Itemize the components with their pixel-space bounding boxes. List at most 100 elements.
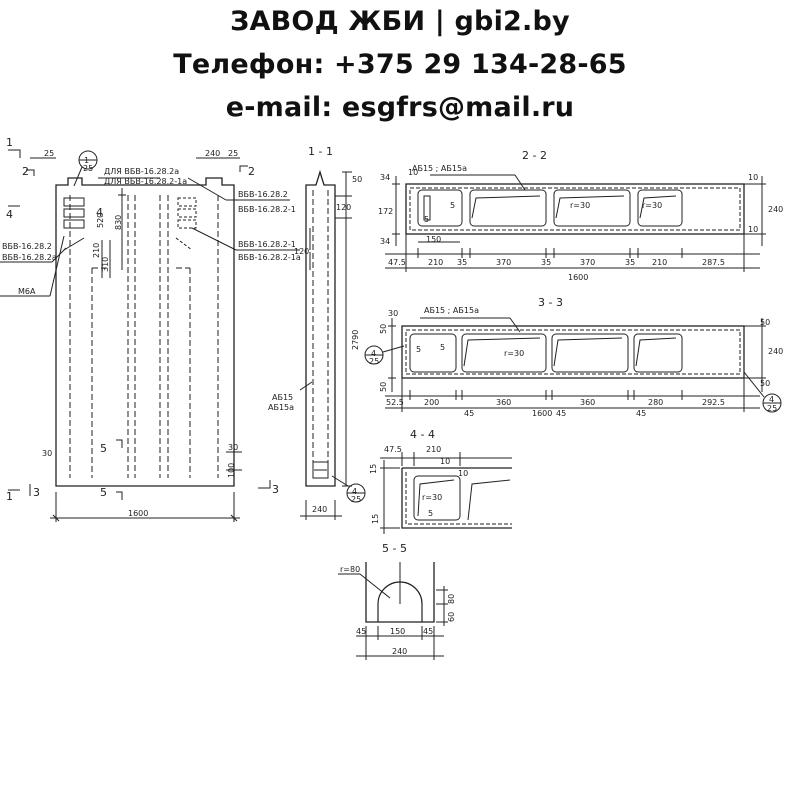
s33-d5b: 5 (440, 343, 445, 352)
s22-bdim-7: 210 (652, 258, 667, 267)
front-view-labels: 1 2 2 4 4 1 3 3 25 240 25 1 25 ДЛЯ ВБВ-1… (2, 136, 301, 518)
s33-sub-45b: 45 (556, 409, 566, 418)
s33-sub-45a: 45 (464, 409, 474, 418)
dim-830: 830 (114, 215, 123, 230)
dim-120b-s11: 120 (294, 247, 309, 256)
callout-vbv-2: ВБВ-16.28.2-1 (238, 205, 296, 214)
dim-1600-front: 1600 (128, 509, 148, 518)
s55-dim-150: 150 (390, 627, 405, 636)
s33-circle-r-bot: 25 (767, 404, 777, 413)
marker-3-left: 3 (33, 486, 40, 499)
s11-circle-bottom: 25 (351, 495, 361, 504)
dim-50-s11: 50 (352, 175, 362, 184)
marker-2-right: 2 (248, 165, 255, 178)
s33-circle-r-top: 4 (769, 395, 774, 404)
s44-d5: 5 (428, 509, 433, 518)
s55-dim-45b: 45 (423, 627, 433, 636)
dim-240-top: 240 (205, 149, 220, 158)
dim-520: 520 (96, 213, 105, 228)
callout-vbv-1: ВБВ-16.28.2 (238, 190, 288, 199)
s22-bdim-4: 35 (541, 258, 551, 267)
callout-for-a: ДЛЯ ВБВ-16.28.2а (104, 167, 179, 176)
section-1-1 (299, 169, 366, 520)
section-2-2-title: 2 - 2 (522, 149, 547, 162)
dim-120a-s11: 120 (336, 203, 351, 212)
section-1-1-labels: 1 - 1 50 120 120 2790 АБ15 АБ15а 240 4 2… (268, 145, 362, 514)
callout-vbv-4: ВБВ-16.28.2-1а (238, 253, 301, 262)
label-ab15a-s11: АБ15а (268, 403, 294, 412)
s33-bdim-5: 292.5 (702, 398, 725, 407)
section-4-4-labels: 4 - 4 47.5 210 10 10 15 15 r=30 5 (369, 428, 468, 524)
s55-r80: r=80 (340, 565, 360, 574)
label-ab15-s11: АБ15 (272, 393, 293, 402)
s55-dim-60: 60 (447, 612, 456, 622)
s33-r30: r=30 (504, 349, 524, 358)
section-4-4-title: 4 - 4 (410, 428, 435, 441)
s22-d10: 10 (408, 168, 418, 177)
marker-2-left: 2 (22, 165, 29, 178)
s22-bdim-6: 35 (625, 258, 635, 267)
s22-bdim-5: 370 (580, 258, 595, 267)
s22-d5-b: 5 (424, 215, 429, 224)
s22-d5-a: 5 (450, 201, 455, 210)
callout-m6a: М6А (18, 287, 36, 296)
s33-bdim-0: 52.5 (386, 398, 404, 407)
marker-5-upper: 5 (100, 442, 107, 455)
s33-bdim-4: 280 (648, 398, 663, 407)
s33-circle-l-top: 4 (371, 349, 376, 358)
header-line-email: e-mail: esgfrs@mail.ru (225, 92, 575, 123)
callout-left-1: ВБВ-16.28.2 (2, 242, 52, 251)
s22-r30-b: r=30 (642, 201, 662, 210)
marker-1-bottom: 1 (6, 490, 13, 503)
section-1-1-title: 1 - 1 (308, 145, 333, 158)
marker-3-right: 3 (272, 483, 279, 496)
s22-dim-150: 150 (426, 235, 441, 244)
s55-dim-240: 240 (392, 647, 407, 656)
s44-dim-15a: 15 (369, 464, 378, 474)
s44-dim-15b: 15 (371, 514, 380, 524)
dim-2790: 2790 (351, 330, 360, 350)
s22-left-34b: 34 (380, 237, 390, 246)
s22-right-10a: 10 (748, 173, 758, 182)
dim-30-right: 30 (228, 443, 238, 452)
marker-4-mid: 4 (96, 206, 103, 219)
s22-r30-a: r=30 (570, 201, 590, 210)
s33-total: 1600 (532, 409, 552, 418)
s33-bdim-1: 200 (424, 398, 439, 407)
marker-4-left: 4 (6, 208, 13, 221)
section-2-2 (385, 174, 766, 272)
s22-left-172: 172 (378, 207, 393, 216)
s22-bdim-8: 287.5 (702, 258, 725, 267)
marker-1-top: 1 (6, 136, 13, 149)
callout-left-2: ВБВ-16.28.2а (2, 253, 57, 262)
callout-circle-top: 1 (84, 156, 89, 165)
s22-bdim-2: 35 (457, 258, 467, 267)
section-2-2-rebar-label: АБ15 ; АБ15а (412, 164, 467, 173)
header: ЗАВОД ЖБИ | gbi2.by Телефон: +375 29 134… (0, 0, 800, 129)
s33-left-30: 30 (388, 309, 398, 318)
section-3-3-labels: 3 - 3 АБ15 ; АБ15а 30 50 50 50 240 50 r=… (369, 296, 783, 418)
s55-dim-80: 80 (447, 594, 456, 604)
s33-right-240: 240 (768, 347, 783, 356)
dim-310: 310 (101, 257, 110, 272)
s55-dim-45a: 45 (356, 627, 366, 636)
callout-for-b: ДЛЯ ВБВ-16.28.2-1а (104, 177, 187, 186)
callout-vbv-3: ВБВ-16.28.2-1 (238, 240, 296, 249)
section-5-5-title: 5 - 5 (382, 542, 407, 555)
s22-total: 1600 (568, 273, 588, 282)
section-3-3-title: 3 - 3 (538, 296, 563, 309)
header-line-company: ЗАВОД ЖБИ | gbi2.by (230, 6, 570, 37)
s44-dim-10a: 10 (440, 457, 450, 466)
s33-circle-l-bot: 25 (369, 357, 379, 366)
s33-bdim-3: 360 (580, 398, 595, 407)
s22-right-240: 240 (768, 205, 783, 214)
s33-left-50b: 50 (379, 382, 388, 392)
section-2-2-labels: 2 - 2 АБ15 ; АБ15а 150 r=30 r=30 5 5 10 … (378, 149, 783, 282)
s11-circle-top: 4 (352, 487, 357, 496)
section-5-5-labels: 5 - 5 r=80 45 150 45 240 60 80 (340, 542, 456, 656)
dim-100: 100 (227, 463, 236, 478)
s33-sub-45c: 45 (636, 409, 646, 418)
s33-left-50a: 50 (379, 324, 388, 334)
s33-bdim-2: 360 (496, 398, 511, 407)
